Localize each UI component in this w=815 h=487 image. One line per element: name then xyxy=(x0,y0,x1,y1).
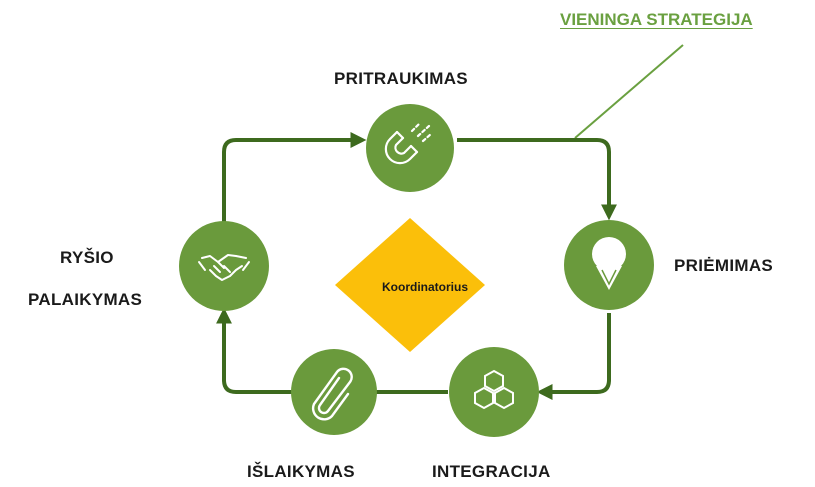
strategy-title: VIENINGA STRATEGIJA xyxy=(560,10,753,29)
cycle-arrows xyxy=(216,132,617,400)
arrow-acceptance-to-integration xyxy=(536,313,611,400)
label-relations-line2: PALAIKYMAS xyxy=(28,290,143,309)
paperclip-icon xyxy=(311,367,353,421)
label-relations-line1: RYŠIO xyxy=(60,248,114,267)
arrow-attraction-to-acceptance xyxy=(457,138,617,221)
label-retention: IŠLAIKYMAS xyxy=(247,462,355,481)
node-relations xyxy=(179,221,269,311)
magnet-icon xyxy=(384,121,433,165)
label-acceptance: PRIĖMIMAS xyxy=(674,256,774,275)
node-integration xyxy=(449,347,539,437)
coordinator-diamond xyxy=(335,218,485,352)
arrow-retention-to-relations xyxy=(216,307,292,394)
handshake-icon xyxy=(198,254,250,281)
map-pin-icon xyxy=(592,237,626,290)
hexagons-icon xyxy=(474,369,514,410)
coordinator-label: Koordinatorius xyxy=(382,280,468,294)
node-retention xyxy=(291,349,377,435)
label-integration: INTEGRACIJA xyxy=(432,462,551,481)
node-acceptance xyxy=(564,220,654,310)
label-attraction: PRITRAUKIMAS xyxy=(334,69,468,88)
node-attraction xyxy=(366,104,454,192)
arrow-retention-to-attraction xyxy=(222,132,367,222)
strategy-pointer-line xyxy=(574,44,684,139)
